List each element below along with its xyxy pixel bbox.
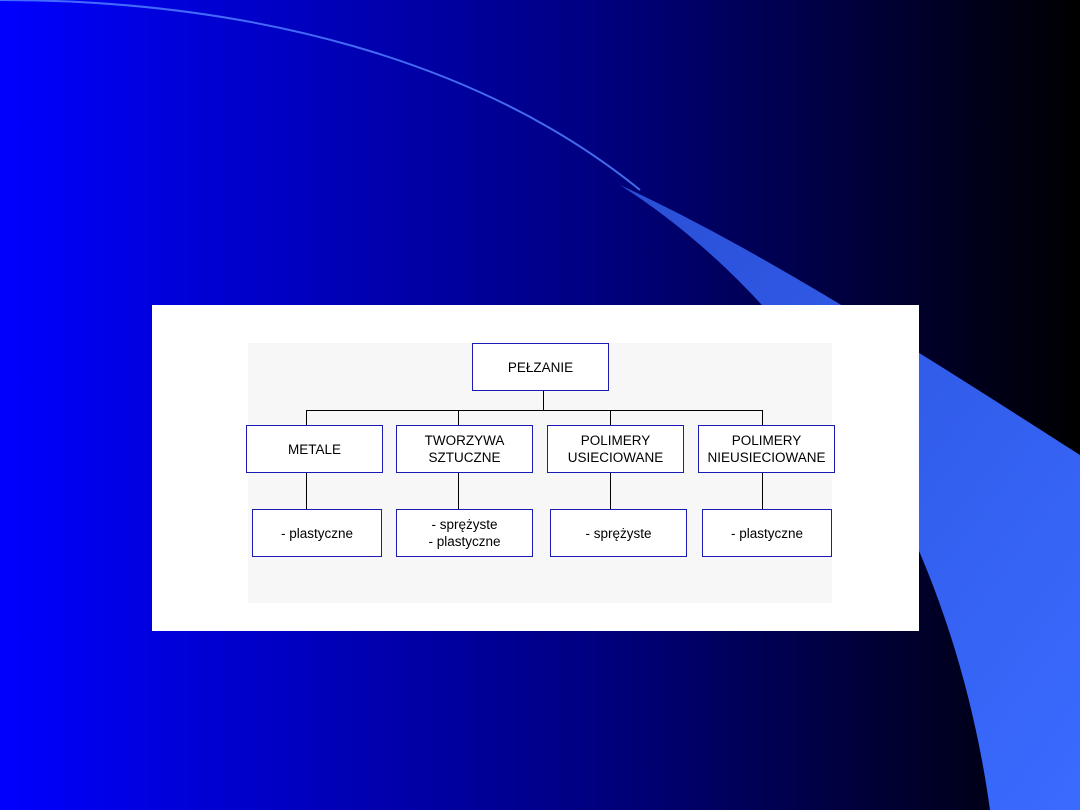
connector-detail-2: [458, 472, 459, 509]
connector-detail-4: [762, 472, 763, 509]
category-node-tworzywa-sztuczne: TWORZYWA SZTUCZNE: [396, 425, 533, 473]
connector-detail-1: [306, 472, 307, 509]
connector-child-3: [610, 410, 611, 425]
detail-node-polimery-nieusieciowane: - plastyczne: [702, 509, 832, 557]
connector-horizontal: [306, 410, 763, 411]
connector-child-2: [458, 410, 459, 425]
connector-root-vertical: [543, 391, 544, 411]
detail-label: - plastyczne: [730, 525, 804, 541]
connector-detail-3: [610, 472, 611, 509]
detail-node-tworzywa-sztuczne: - sprężyste - plastyczne: [396, 509, 533, 557]
detail-node-polimery-usieciowane: - sprężyste: [550, 509, 687, 557]
category-label: POLIMERY USIECIOWANE: [567, 433, 664, 465]
category-node-metale: METALE: [246, 425, 383, 473]
root-node-label: PEŁZANIE: [507, 359, 574, 375]
connector-child-1: [306, 410, 307, 425]
detail-node-metale: - plastyczne: [252, 509, 382, 557]
category-label: TWORZYWA SZTUCZNE: [424, 433, 505, 465]
category-label: METALE: [287, 441, 341, 457]
category-node-polimery-nieusieciowane: POLIMERY NIEUSIECIOWANE: [698, 425, 835, 473]
decorative-arc: [0, 0, 641, 191]
detail-label: - sprężyste - plastyczne: [428, 517, 501, 549]
decorative-swoosh: [620, 185, 1080, 810]
detail-label: - sprężyste: [585, 525, 652, 541]
category-label: POLIMERY NIEUSIECIOWANE: [707, 433, 826, 465]
diagram-panel: PEŁZANIE METALE TWORZYWA SZTUCZNE POLIME…: [152, 305, 919, 631]
category-node-polimery-usieciowane: POLIMERY USIECIOWANE: [547, 425, 684, 473]
connector-child-4: [762, 410, 763, 425]
detail-label: - plastyczne: [280, 525, 354, 541]
root-node-pelzanie: PEŁZANIE: [472, 343, 609, 391]
